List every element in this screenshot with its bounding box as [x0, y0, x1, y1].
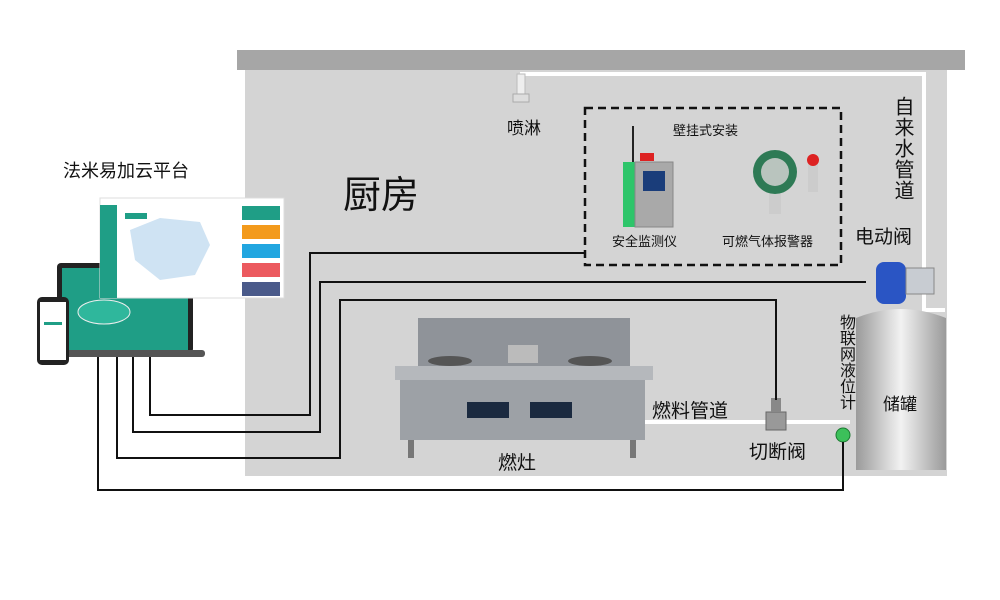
safety-monitor-label: 安全监测仪 [612, 235, 678, 250]
laptop-icon [40, 263, 205, 357]
ceiling-bar [237, 50, 965, 70]
electric-valve-label: 电动阀 [855, 226, 913, 248]
safety-monitor-icon [623, 126, 674, 228]
wire-to-level-meter [97, 355, 844, 491]
shutoff-valve-label: 切断阀 [749, 441, 807, 463]
phone-icon [37, 297, 69, 365]
wall-mount-box [583, 106, 843, 267]
wall-mount-title: 壁挂式安装 [673, 124, 739, 139]
storage-tank [856, 309, 946, 470]
gas-alarm-icon [753, 150, 819, 214]
wire-to-electric-valve [132, 281, 866, 433]
gas-alarm-label: 可燃气体报警器 [722, 235, 814, 250]
shutoff-valve-icon [765, 398, 787, 431]
water-pipe [520, 72, 945, 312]
room-title: 厨房 [343, 173, 420, 217]
stove-icon [395, 318, 653, 458]
fuel-pipe-label: 燃料管道 [652, 400, 729, 422]
dashboard-screen [99, 197, 285, 299]
sprinkler-label: 喷淋 [507, 119, 541, 139]
tank-label: 储罐 [883, 395, 917, 415]
stove-label: 燃灶 [498, 452, 537, 474]
level-meter-label: 物联网液位计 [837, 314, 856, 410]
electric-valve-icon [876, 262, 935, 304]
wire-to-monitor [149, 252, 585, 416]
water-pipe-label: 自来水管道 [891, 96, 915, 201]
level-meter-icon [835, 427, 851, 443]
wire-to-shutoff-valve [116, 299, 777, 459]
platform-title: 法米易加云平台 [63, 161, 189, 182]
sprinkler-icon [516, 73, 526, 97]
